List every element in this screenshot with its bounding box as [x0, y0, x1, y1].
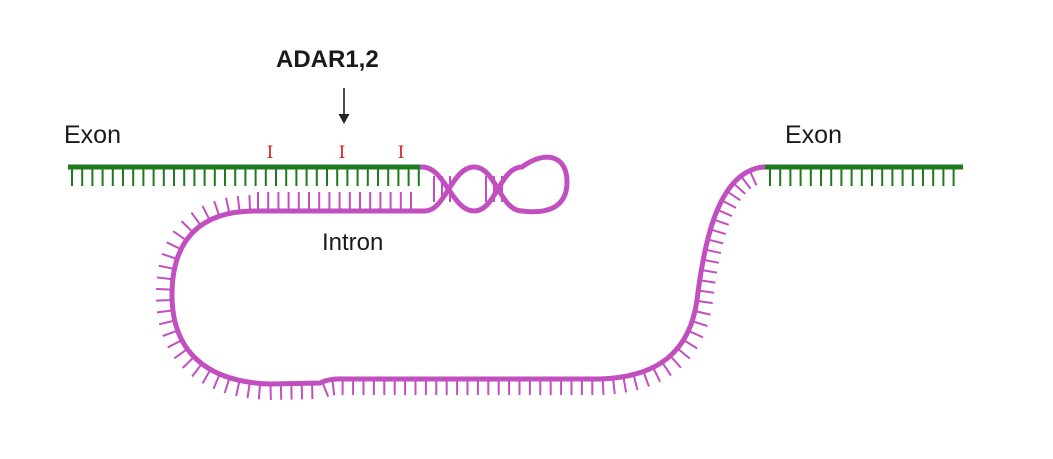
- intron-base-tick: [701, 269, 718, 274]
- intron-base-tick: [191, 363, 203, 378]
- helix-strand-bottom: [422, 164, 525, 214]
- intron-label: Intron: [322, 229, 384, 256]
- intron-base-tick: [235, 380, 241, 397]
- intron-base-tick: [162, 329, 179, 337]
- intron-base-tick: [669, 355, 682, 369]
- intron-base-tick: [683, 339, 698, 350]
- intron-base-tick: [257, 383, 262, 400]
- intron-base-tick: [156, 276, 173, 281]
- intron-base-tick: [642, 371, 650, 387]
- helix-hairpin: [419, 154, 570, 215]
- intron-base-tick: [248, 195, 252, 212]
- intron-base-tick: [331, 379, 336, 396]
- adar-arrow: [338, 88, 350, 124]
- intron-base-tick: [158, 264, 175, 270]
- intron-base-tick: [225, 197, 231, 214]
- intron-base-tick: [748, 170, 758, 186]
- intron-base-tick: [212, 373, 221, 390]
- intron-base-tick: [676, 347, 691, 360]
- hairpin-loop: [519, 154, 570, 215]
- intron-base-tick: [190, 212, 202, 227]
- intron-base-tick: [236, 195, 241, 212]
- intron-base-tick: [161, 252, 178, 260]
- intron-base-tick: [696, 299, 713, 305]
- intron-base-tick: [321, 381, 330, 398]
- intron-base-tick: [612, 378, 616, 395]
- intron-base-tick: [201, 368, 212, 384]
- intron-loop-backbone: [169, 164, 766, 387]
- intron-base-tick: [713, 218, 730, 226]
- intron-base-tick: [632, 374, 639, 391]
- exon-left-teeth: [71, 167, 420, 186]
- intron-base-tick: [740, 175, 752, 190]
- intron-base-tick: [166, 241, 182, 251]
- enzyme-label: ADAR1,2: [276, 46, 379, 73]
- intron-base-tick: [167, 339, 183, 349]
- intron-base-tick: [156, 309, 174, 314]
- intron-base-tick: [652, 366, 662, 383]
- helix-strand-top: [419, 164, 525, 214]
- intron-paired-teeth: [257, 192, 412, 211]
- exon-right-label: Exon: [785, 121, 842, 149]
- intron-base-tick: [721, 199, 737, 209]
- intron-base-tick: [158, 319, 175, 326]
- intron-base-tick: [705, 248, 722, 255]
- intron-base-tick: [601, 378, 605, 395]
- intron-base-tick: [698, 289, 715, 294]
- intron-base-tick: [173, 348, 188, 360]
- intron-base-tick: [691, 320, 708, 328]
- adar-arrow-head: [338, 114, 350, 124]
- intron-base-tick: [707, 238, 724, 245]
- intron-base-tick: [710, 228, 727, 235]
- intron-base-tick: [246, 382, 251, 399]
- intron-base-tick: [181, 356, 195, 369]
- exon-right-teeth: [769, 167, 955, 186]
- exon-left-label: Exon: [64, 121, 121, 149]
- edit-mark-1: I: [267, 143, 274, 163]
- edit-mark-2: I: [339, 143, 346, 163]
- intron-base-tick: [213, 200, 221, 217]
- intron-base-tick: [702, 258, 720, 264]
- intron-base-tick: [716, 208, 733, 218]
- intron-base-tick: [172, 230, 187, 242]
- intron-base-tick: [688, 329, 704, 339]
- intron-base-tick: [156, 298, 173, 302]
- intron-base-tick: [622, 376, 628, 393]
- edit-mark-3: I: [398, 143, 405, 163]
- intron-base-tick: [699, 279, 716, 284]
- intron-base-tick: [223, 377, 231, 394]
- intron-base-tick: [180, 220, 194, 234]
- intron-base-tick: [156, 288, 173, 291]
- intron-base-tick: [201, 205, 211, 221]
- intron-base-tick: [726, 190, 741, 202]
- intron-base-tick: [661, 361, 672, 377]
- inosine-edit-marks: I I I: [267, 143, 405, 163]
- intron-loop-teeth: [156, 170, 758, 401]
- intron-base-tick: [732, 182, 746, 195]
- intron-base-tick: [694, 310, 711, 316]
